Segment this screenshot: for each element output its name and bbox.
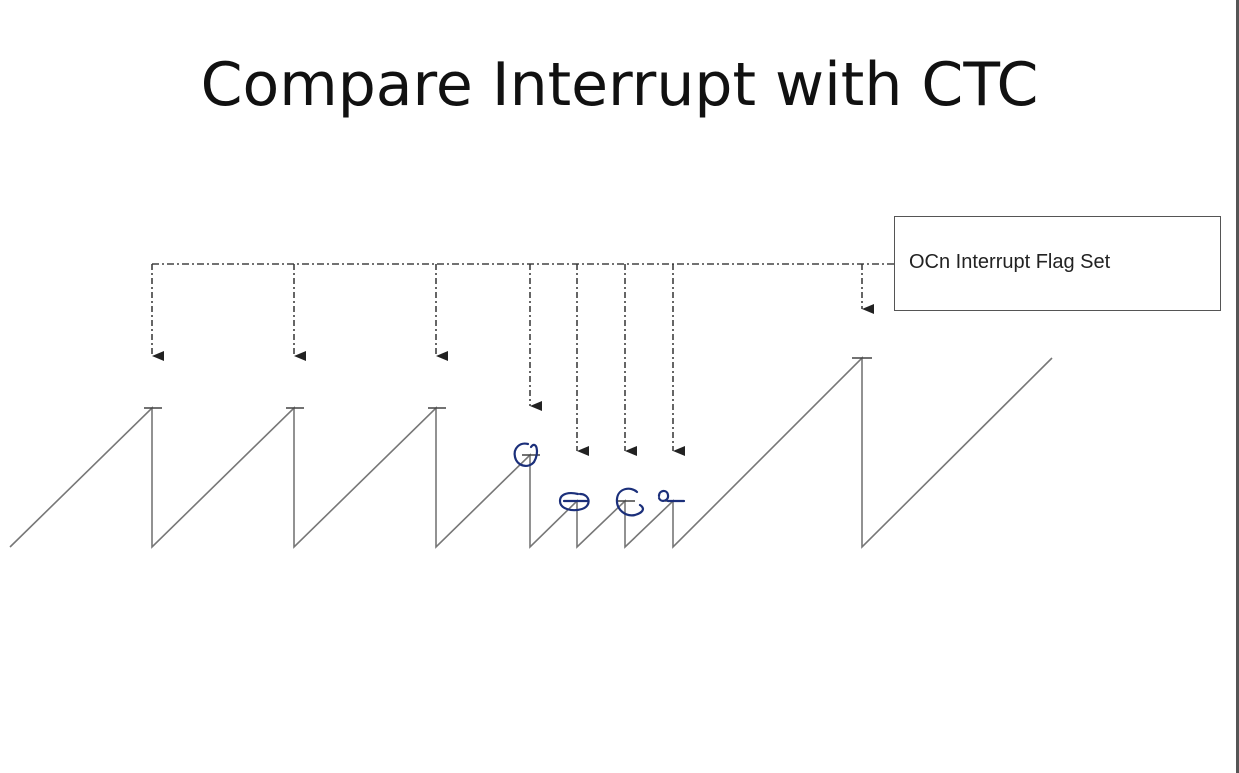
ink-circle-2 [558,492,590,512]
flag-label: OCn Interrupt Flag Set [909,251,1111,273]
ink-circle-4 [657,489,686,503]
flag-arrows [151,264,874,456]
counter-waveform [9,356,1053,549]
flag-label-box: OCn Interrupt Flag Set [894,216,1221,311]
slide-title: Compare Interrupt with CTC [200,50,1039,120]
handwritten-annotations [513,442,686,517]
ink-circle-1 [513,442,539,467]
ink-circle-3 [615,487,644,517]
right-border [1236,0,1239,773]
top-marks [144,357,872,502]
